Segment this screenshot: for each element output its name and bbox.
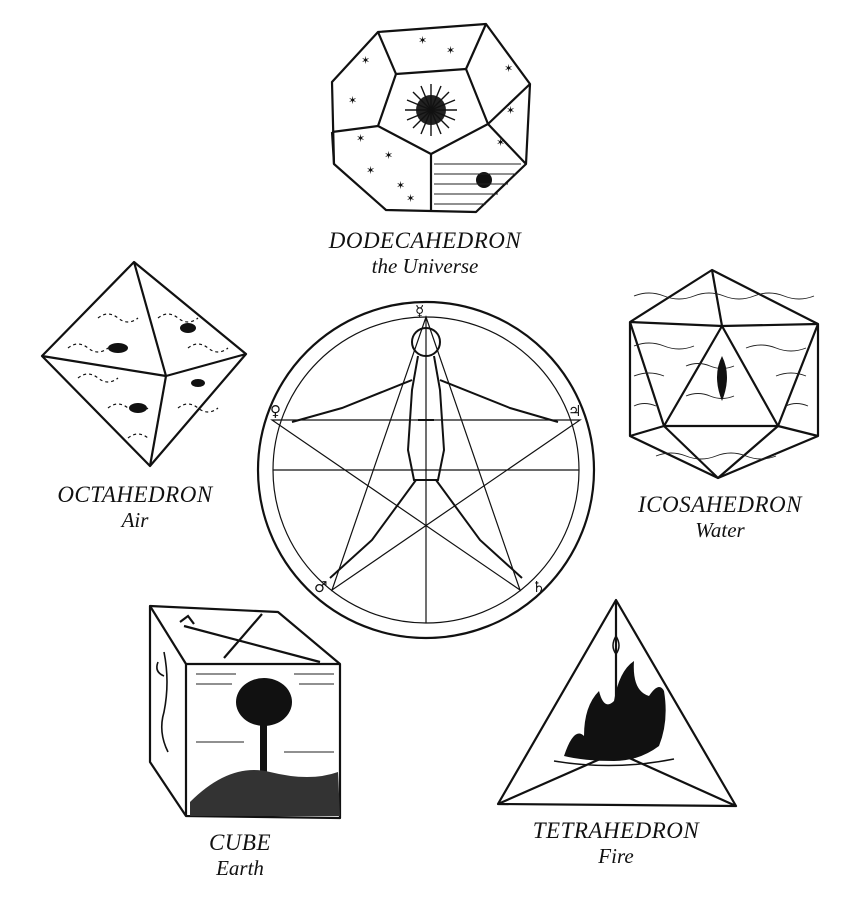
pentagram-man-icon: ☿ ♀ ♃ ♂ ♄ (252, 300, 600, 640)
octahedron-icon (38, 258, 250, 470)
svg-text:✶: ✶ (396, 179, 405, 192)
cube-icon (144, 602, 344, 820)
svg-text:✶: ✶ (348, 94, 357, 107)
octahedron-element: Air (20, 508, 250, 532)
svg-text:✶: ✶ (356, 132, 365, 145)
icosahedron-name: ICOSAHEDRON (600, 492, 840, 518)
tetrahedron-name: TETRAHEDRON (486, 818, 746, 844)
dodecahedron-icon: ✶✶✶ ✶✶✶ ✶✶✶ ✶✶✶ (326, 14, 536, 219)
svg-text:✶: ✶ (384, 149, 393, 162)
tetrahedron-label: TETRAHEDRON Fire (486, 818, 746, 869)
saturn-symbol: ♄ (532, 578, 545, 596)
tetrahedron-icon (494, 596, 740, 810)
dodecahedron-name: DODECAHEDRON (280, 228, 570, 254)
icosahedron-element: Water (600, 518, 840, 542)
svg-text:✶: ✶ (361, 54, 370, 67)
dodecahedron-label: DODECAHEDRON the Universe (280, 228, 570, 279)
cube-label: CUBE Earth (150, 830, 330, 881)
svg-text:✶: ✶ (418, 34, 427, 47)
cube-element: Earth (150, 856, 330, 880)
venus-symbol: ♀ (270, 402, 281, 420)
svg-text:✶: ✶ (406, 192, 415, 205)
tetrahedron-element: Fire (486, 844, 746, 868)
mercury-symbol: ☿ (415, 302, 424, 320)
icosahedron-icon (626, 266, 822, 482)
svg-text:✶: ✶ (446, 44, 455, 57)
jupiter-symbol: ♃ (568, 402, 581, 420)
svg-text:✶: ✶ (504, 62, 513, 75)
octahedron-label: OCTAHEDRON Air (20, 482, 250, 533)
svg-text:✶: ✶ (496, 136, 505, 149)
octahedron-name: OCTAHEDRON (20, 482, 250, 508)
mars-symbol: ♂ (314, 578, 327, 596)
svg-text:✶: ✶ (366, 164, 375, 177)
icosahedron-label: ICOSAHEDRON Water (600, 492, 840, 543)
cube-name: CUBE (150, 830, 330, 856)
svg-text:✶: ✶ (506, 104, 515, 117)
dodecahedron-element: the Universe (280, 254, 570, 278)
